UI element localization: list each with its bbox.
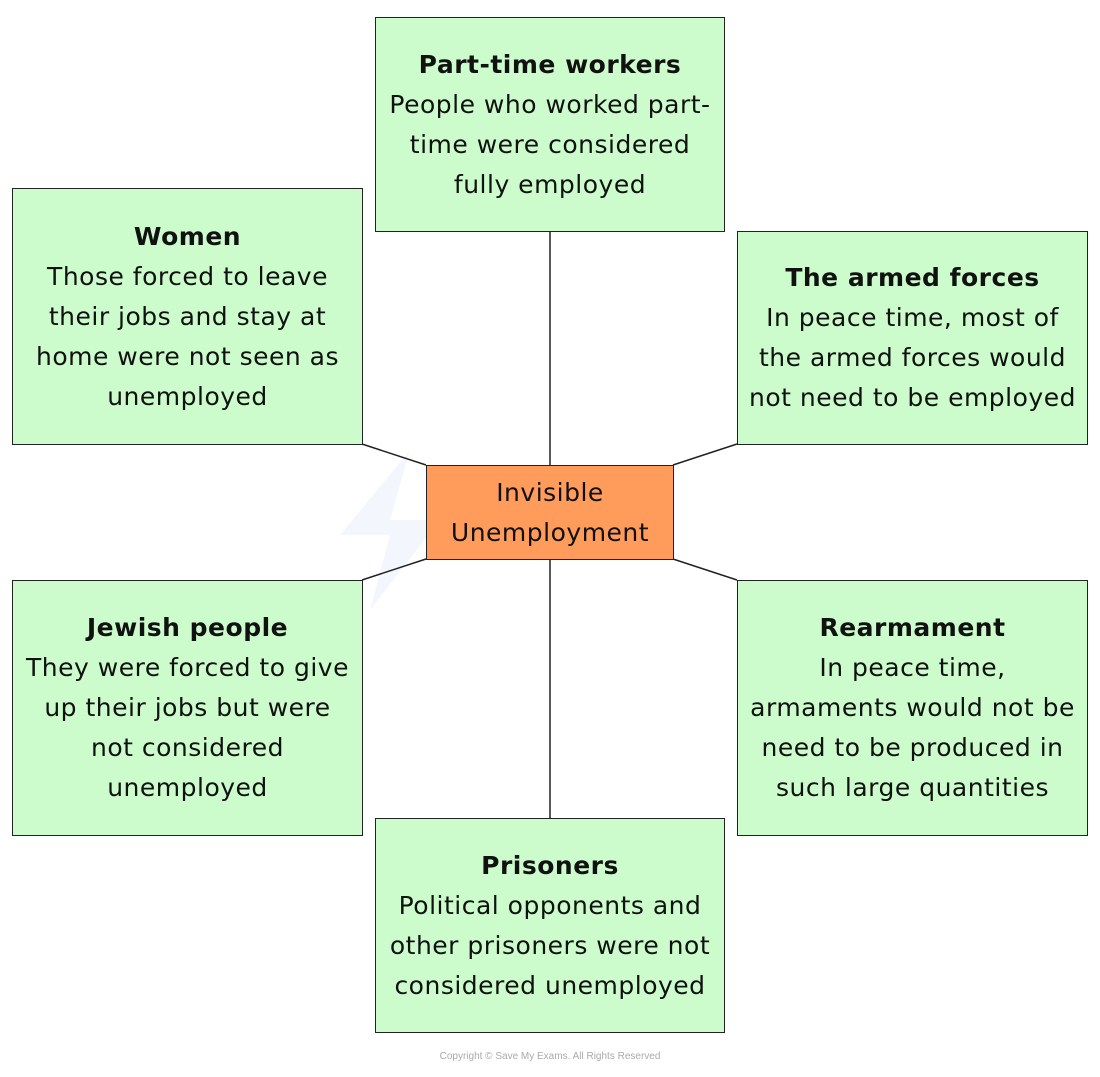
node-heading: Prisoners (481, 850, 619, 880)
node-body: In peace time, armaments would not be ne… (750, 653, 1075, 802)
node-rearmament: Rearmament In peace time, armaments woul… (737, 580, 1088, 836)
central-title-line1: Invisible (496, 477, 604, 507)
node-body: In peace time, most of the armed forces … (749, 303, 1076, 412)
node-women: Women Those forced to leave their jobs a… (12, 188, 363, 445)
connector-women (361, 443, 427, 466)
node-prisoners: Prisoners Political opponents and other … (375, 818, 725, 1033)
node-heading: Women (133, 221, 242, 251)
node-body: They were forced to give up their jobs b… (26, 653, 349, 802)
node-armed-forces: The armed forces In peace time, most of … (737, 231, 1088, 445)
central-title-line2: Unemployment (450, 517, 650, 547)
node-heading: The armed forces (785, 263, 1040, 292)
node-heading: Part-time workers (418, 49, 682, 79)
node-heading: Jewish people (86, 613, 289, 642)
watermark-logo (330, 440, 470, 624)
connector-jewish (361, 558, 427, 581)
connector-armed-forces (672, 443, 738, 466)
node-body: Those forced to leave their jobs and sta… (35, 261, 340, 411)
central-node: Invisible Unemployment (426, 465, 674, 560)
node-heading: Rearmament (819, 613, 1006, 642)
node-body: Political opponents and other prisoners … (389, 890, 711, 1000)
copyright-notice: Copyright © Save My Exams. All Rights Re… (439, 1051, 661, 1062)
node-body: People who worked part-time were conside… (389, 89, 711, 199)
connector-rearmament (672, 558, 738, 581)
node-jewish-people: Jewish people They were forced to give u… (12, 580, 363, 836)
node-part-time-workers: Part-time workers People who worked part… (375, 17, 725, 232)
